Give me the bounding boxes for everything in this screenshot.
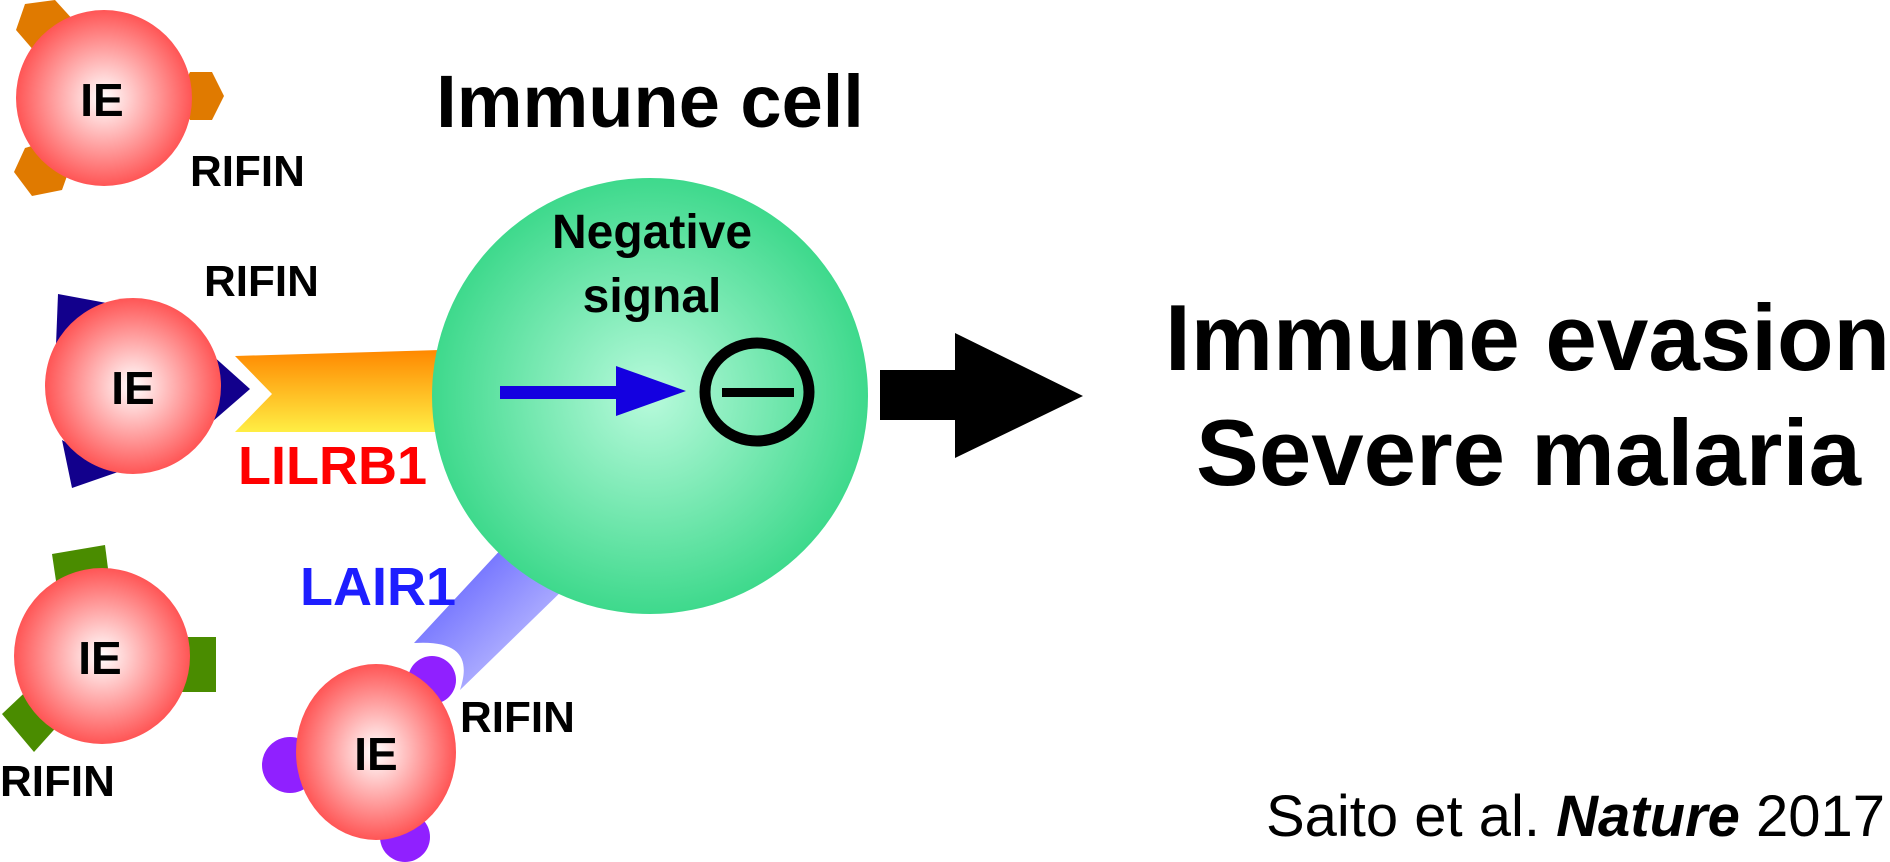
ie-label: IE <box>354 728 397 780</box>
immune-cell-title: Immune cell <box>436 60 864 143</box>
outcome-line1: Immune evasion <box>1165 285 1890 390</box>
infected-cell-1: IE <box>14 0 224 196</box>
ie-cell-body <box>45 298 221 474</box>
citation-authors: Saito et al. <box>1266 784 1556 849</box>
rifin-label-3: RIFIN <box>0 757 115 806</box>
ie-cell-body <box>296 664 456 840</box>
rifin-label-4: RIFIN <box>460 693 575 742</box>
ie-cell-body <box>16 10 192 186</box>
rifin-triangle <box>212 355 250 422</box>
rifin-label-1: RIFIN <box>190 147 305 196</box>
infected-cell-4: IE <box>262 656 456 862</box>
ie-label: IE <box>111 362 154 414</box>
rifin-label-2: RIFIN <box>204 257 319 306</box>
minus-in-circle-icon <box>699 337 815 447</box>
ie-label: IE <box>78 632 121 684</box>
citation-journal: Nature <box>1556 784 1740 849</box>
outcome-line2: Severe malaria <box>1196 400 1862 505</box>
citation-year: 2017 <box>1740 784 1885 849</box>
infected-cell-3: IE <box>2 545 216 752</box>
lair1-label: LAIR1 <box>300 557 456 617</box>
lilrb1-receptor <box>235 350 440 432</box>
infected-cell-2: IE <box>45 294 250 488</box>
ie-label: IE <box>80 74 123 126</box>
ie-cell-body <box>14 568 190 744</box>
lilrb1-label: LILRB1 <box>238 436 427 496</box>
lair1-receptor <box>414 545 568 690</box>
negative-signal-label-line1: Negative <box>552 206 752 259</box>
negative-signal-label-line2: signal <box>583 270 722 323</box>
right-arrow-icon <box>500 366 686 416</box>
citation: Saito et al. Nature 2017 <box>1266 784 1885 849</box>
block-right-arrow-icon <box>880 333 1083 458</box>
